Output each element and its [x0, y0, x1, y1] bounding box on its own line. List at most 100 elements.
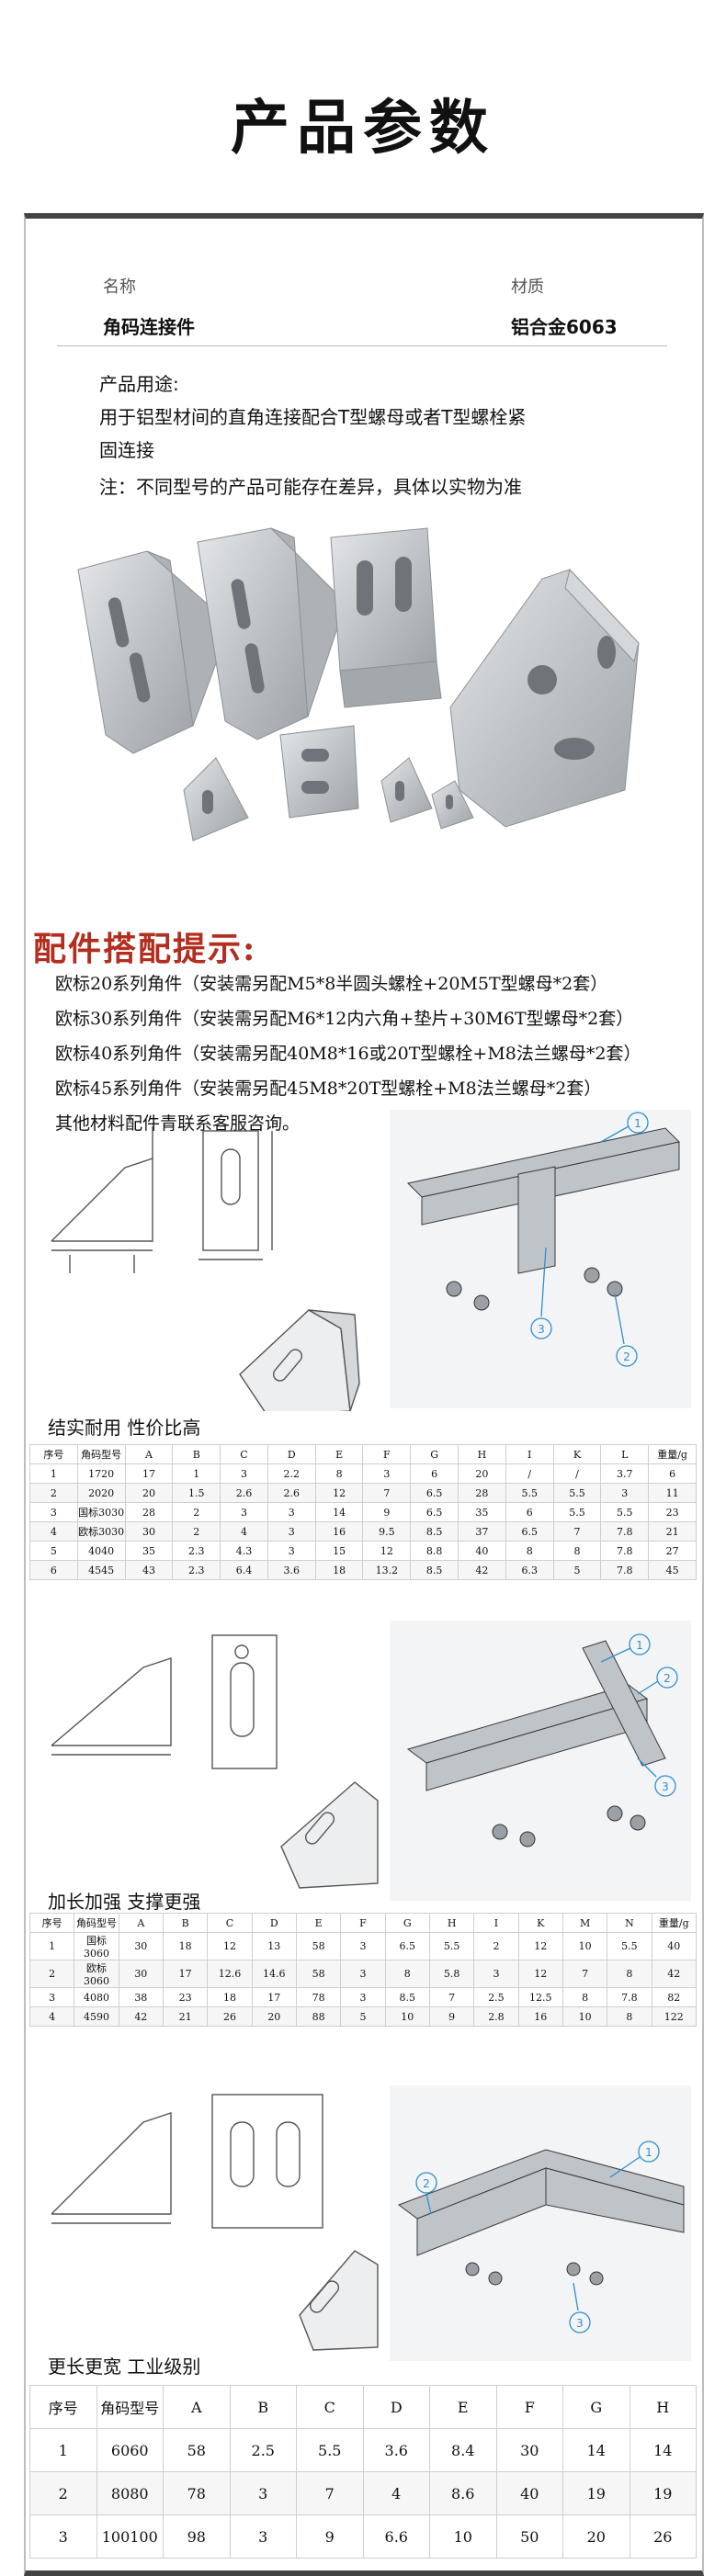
- table-cell: 2: [28, 1960, 75, 1988]
- table-cell: 12: [517, 1932, 563, 1960]
- assembly-diagram-3: 1 2 3: [390, 2085, 691, 2361]
- column-header: G: [384, 1913, 430, 1933]
- material-value: 铝合金6063: [511, 316, 618, 338]
- column-header: I: [505, 1444, 554, 1464]
- table-cell: 7.8: [607, 1987, 652, 2007]
- table-cell: 8: [607, 1960, 652, 1988]
- table-cell: 28: [124, 1502, 174, 1522]
- table-cell: 7: [428, 1987, 475, 2007]
- table-cell: 1: [172, 1463, 221, 1484]
- column-header: H: [629, 2385, 697, 2429]
- table-cell: 5: [340, 2006, 386, 2027]
- table-cell: 45: [648, 1560, 697, 1580]
- table-cell: 38: [118, 1987, 164, 2007]
- table-cell: 35: [124, 1541, 174, 1561]
- table-cell: 6.5: [505, 1521, 554, 1542]
- column-header: B: [172, 1444, 221, 1464]
- table-cell: 42: [651, 1960, 698, 1988]
- table-cell: 5.5: [552, 1502, 602, 1522]
- column-header: G: [410, 1444, 459, 1464]
- table-cell: 1: [29, 2428, 97, 2472]
- table-cell: 17: [251, 1987, 297, 2007]
- table-cell: 10: [562, 2006, 608, 2027]
- table-cell: 4: [220, 1521, 268, 1542]
- table-cell: 17: [124, 1463, 174, 1484]
- table-cell: 5: [29, 1541, 78, 1561]
- table-cell: 40: [458, 1541, 506, 1561]
- table-cell: 8: [505, 1541, 554, 1561]
- material-label: 材质: [511, 277, 544, 297]
- bracket-large-1-icon: [77, 550, 226, 754]
- table-cell: 10: [429, 2514, 497, 2559]
- table-cell: 3: [29, 2514, 97, 2559]
- table-cell: 12: [314, 1483, 364, 1503]
- column-header: E: [429, 2385, 497, 2429]
- table-cell: 9: [362, 1502, 412, 1522]
- callout-3: 3: [576, 2317, 584, 2330]
- table-cell: 8: [562, 1987, 608, 2007]
- table-cell: 100100: [96, 2514, 164, 2559]
- table-cell: 7: [362, 1483, 412, 1503]
- table-cell: 42: [458, 1560, 506, 1580]
- bracket-flat-icon: [330, 527, 442, 708]
- table-cell: 2.3: [172, 1560, 221, 1580]
- table-cell: 14.6: [251, 1960, 297, 1988]
- table-cell: 20: [562, 2514, 630, 2559]
- table-cell: 16: [314, 1521, 364, 1542]
- table-cell: 37: [458, 1521, 506, 1542]
- table-cell: 43: [124, 1560, 174, 1580]
- table-cell: 17: [162, 1960, 209, 1988]
- section2-caption: 加长加强 支撑更强: [48, 1891, 201, 1913]
- table-cell: 12.5: [517, 1987, 563, 2007]
- table-cell: 21: [648, 1521, 697, 1542]
- table-cell: 3: [267, 1541, 316, 1561]
- table-cell: 4: [29, 1521, 78, 1542]
- column-header: D: [362, 2385, 430, 2429]
- note-text: 注：不同型号的产品可能存在差异，具体以实物为准: [99, 476, 522, 498]
- table-cell: 8.4: [429, 2428, 497, 2472]
- table-cell: 16: [517, 2006, 563, 2027]
- bracket-technical-drawing-1: [51, 1126, 360, 1411]
- table-cell: 14: [562, 2428, 630, 2472]
- table-cell: 5: [552, 1560, 602, 1580]
- table-cell: 4080: [74, 1987, 119, 2007]
- table-cell: 3: [340, 1932, 386, 1960]
- table-cell: 8: [607, 2006, 652, 2027]
- table-cell: 7.8: [600, 1560, 650, 1580]
- section1-caption: 结实耐用 性价比高: [48, 1417, 201, 1439]
- table-cell: 40: [495, 2471, 563, 2515]
- column-header: K: [517, 1913, 563, 1933]
- column-header: D: [251, 1913, 297, 1933]
- table-cell: 2.3: [172, 1541, 221, 1561]
- page-title: 产品参数: [231, 95, 495, 163]
- table-cell: 2.5: [473, 1987, 519, 2007]
- table-cell: 5.5: [552, 1483, 602, 1503]
- table-cell: 2.6: [267, 1483, 316, 1503]
- bracket-small-4-icon: [431, 780, 474, 830]
- table-cell: 78: [163, 2471, 231, 2515]
- column-header: M: [562, 1913, 608, 1933]
- table-cell: 58: [295, 1960, 342, 1988]
- table-cell: 4545: [76, 1560, 126, 1580]
- table-cell: 4.3: [220, 1541, 268, 1561]
- divider: [57, 345, 667, 346]
- table-cell: 12: [207, 1932, 253, 1960]
- table-cell: 2.2: [267, 1463, 316, 1484]
- bracket-small-1-icon: [279, 725, 359, 819]
- table-cell: 19: [562, 2471, 630, 2515]
- product-photo: [77, 527, 640, 842]
- column-header: 序号: [28, 1913, 75, 1933]
- table-cell: 58: [163, 2428, 231, 2472]
- table-cell: 7.8: [600, 1541, 650, 1561]
- table-cell: 30: [495, 2428, 563, 2472]
- table-cell: 5.5: [296, 2428, 364, 2472]
- table-cell: 14: [629, 2428, 697, 2472]
- table-cell: 7.8: [600, 1521, 650, 1542]
- table-cell: 8.5: [384, 1987, 430, 2007]
- column-header: B: [162, 1913, 209, 1933]
- column-header: 序号: [29, 1444, 78, 1464]
- table-cell: 1720: [76, 1463, 126, 1484]
